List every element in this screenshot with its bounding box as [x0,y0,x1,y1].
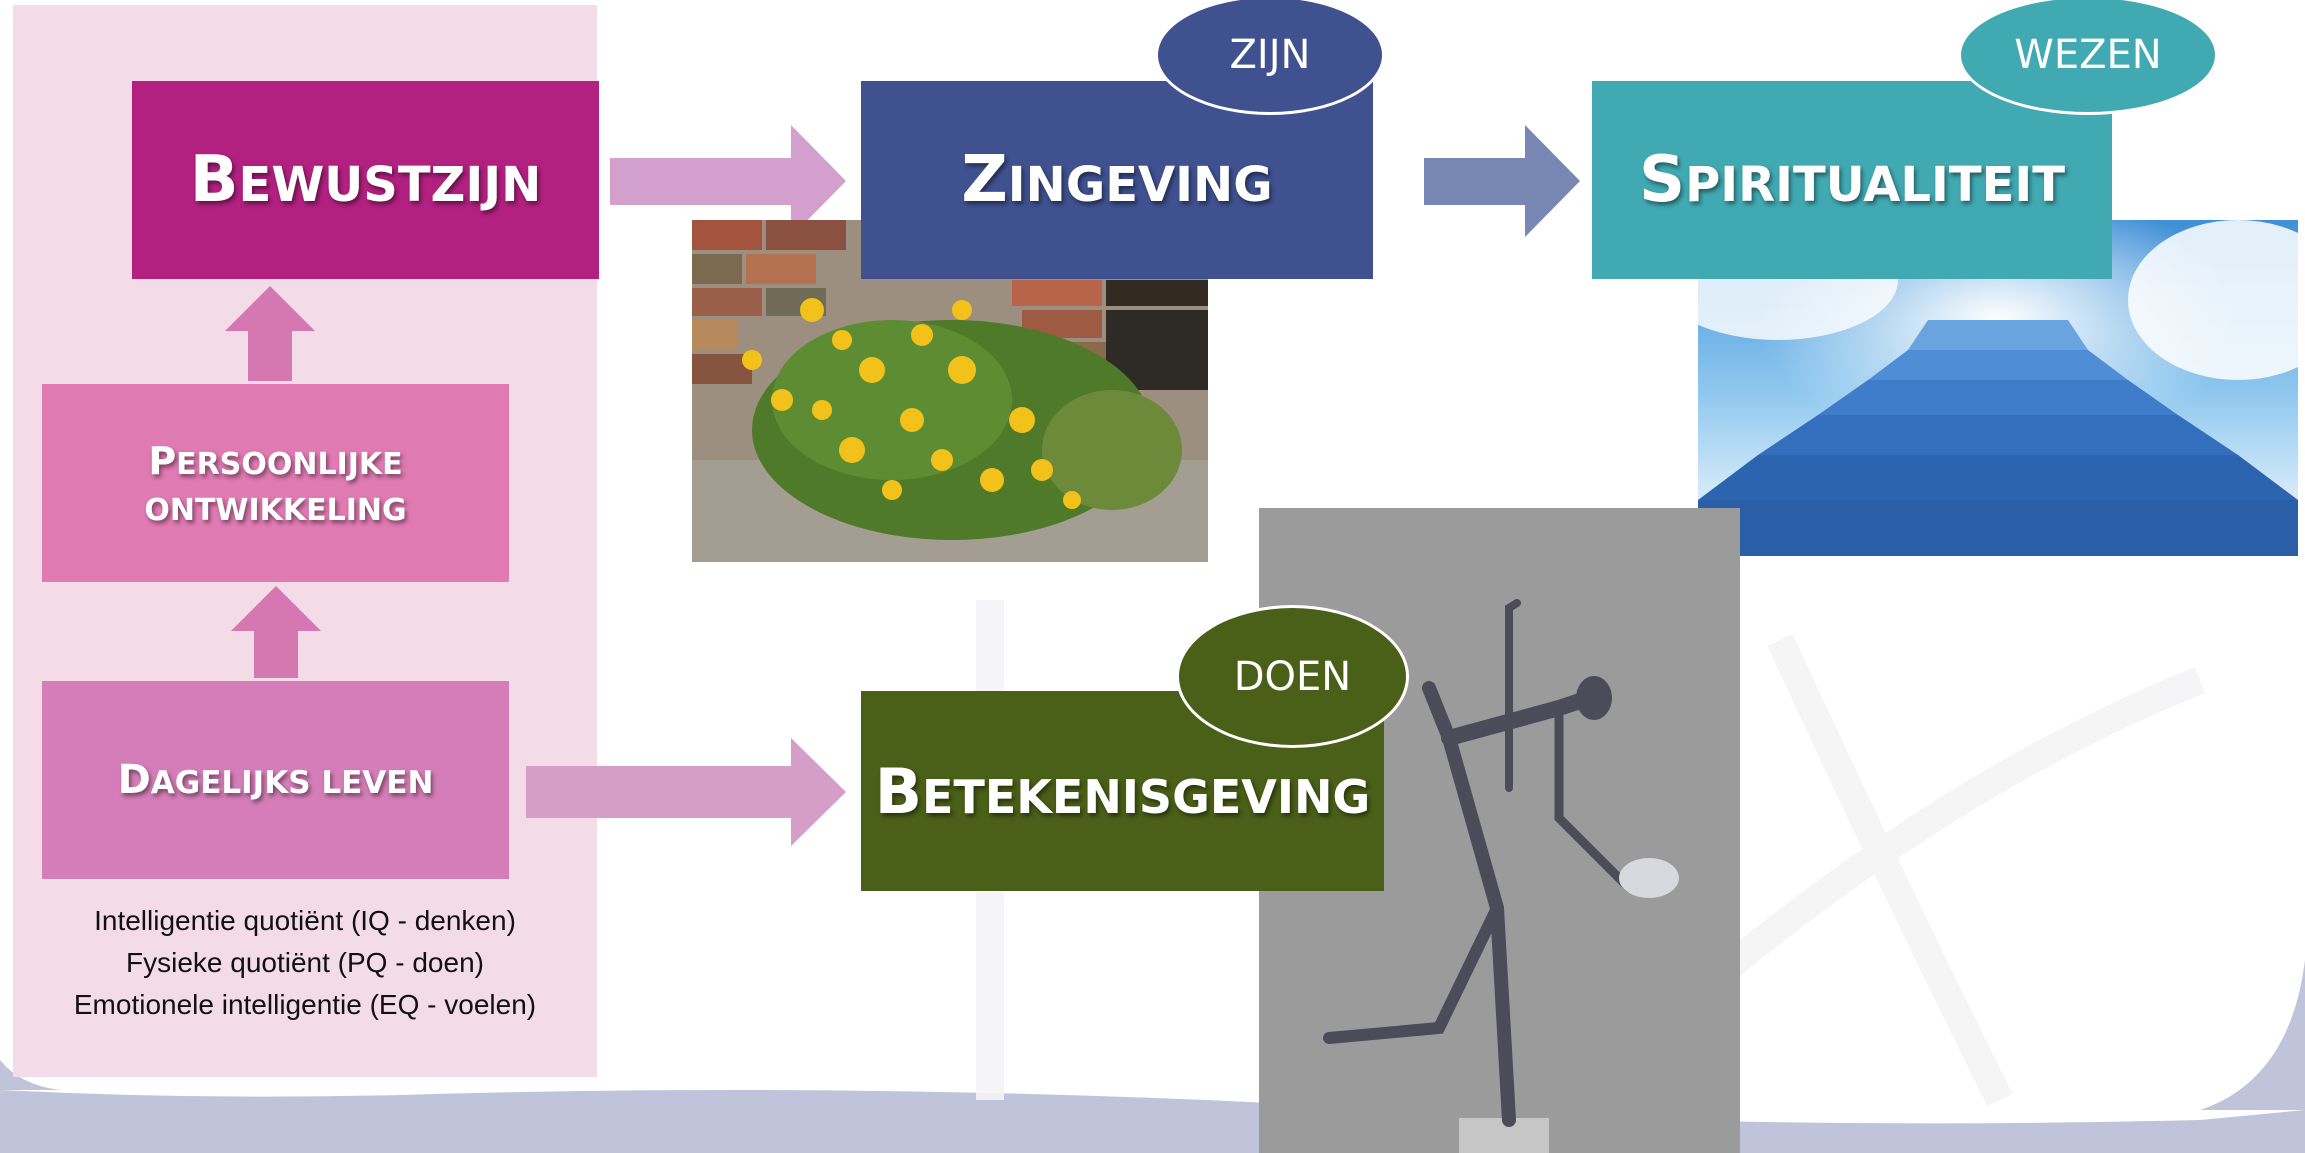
caption-line-pq: Fysieke quotiënt (PQ - doen) [126,947,484,978]
caption-line-eq: Emotionele intelligentie (EQ - voelen) [73,989,537,1020]
arrow-right-icon [526,738,846,846]
bewustzijn-label: ewustzijn [238,157,542,213]
dagelijks-leven-box: Dagelijks leven [42,681,509,879]
quotient-caption: Intelligentie quotiënt (IQ - denken) Fys… [13,900,597,1026]
arrow-up-icon [225,286,315,381]
arrow-right-icon [1424,125,1580,237]
zingeving-label: ingeving [1007,157,1273,213]
spiritualiteit-initial: S [1639,143,1686,217]
betekenisgeving-label: etekenisgeving [922,769,1371,824]
arrow-right-icon [610,125,846,237]
persoonlijke-label: ersoonlijke [176,446,403,482]
caption-line-iq: Intelligentie quotiënt (IQ - denken) [94,905,516,936]
wezen-oval: WEZEN [1958,0,2218,115]
spiritualiteit-box: Spiritualiteit [1592,81,2112,279]
flowers-photo [692,220,1208,562]
dagelijks-initial: D [117,757,151,803]
betekenisgeving-initial: B [874,754,923,828]
dagelijks-label: agelijks leven [150,765,434,801]
persoonlijke-initial: P [148,438,177,483]
arrow-up-icon [231,586,321,678]
persoonlijke-ontwikkeling-box: Persoonlijke ontwikkeling [42,384,509,582]
zijn-oval: ZIJN [1155,0,1385,115]
spiritualiteit-label: piritualiteit [1685,157,2065,213]
bewustzijn-initial: B [189,143,239,217]
doen-oval: DOEN [1176,605,1409,748]
ontwikkeling-label: ontwikkeling [144,492,407,528]
bewustzijn-box: Bewustzijn [132,81,599,279]
zingeving-initial: Z [961,143,1008,217]
betekenisgeving-box: Betekenisgeving [861,691,1384,891]
